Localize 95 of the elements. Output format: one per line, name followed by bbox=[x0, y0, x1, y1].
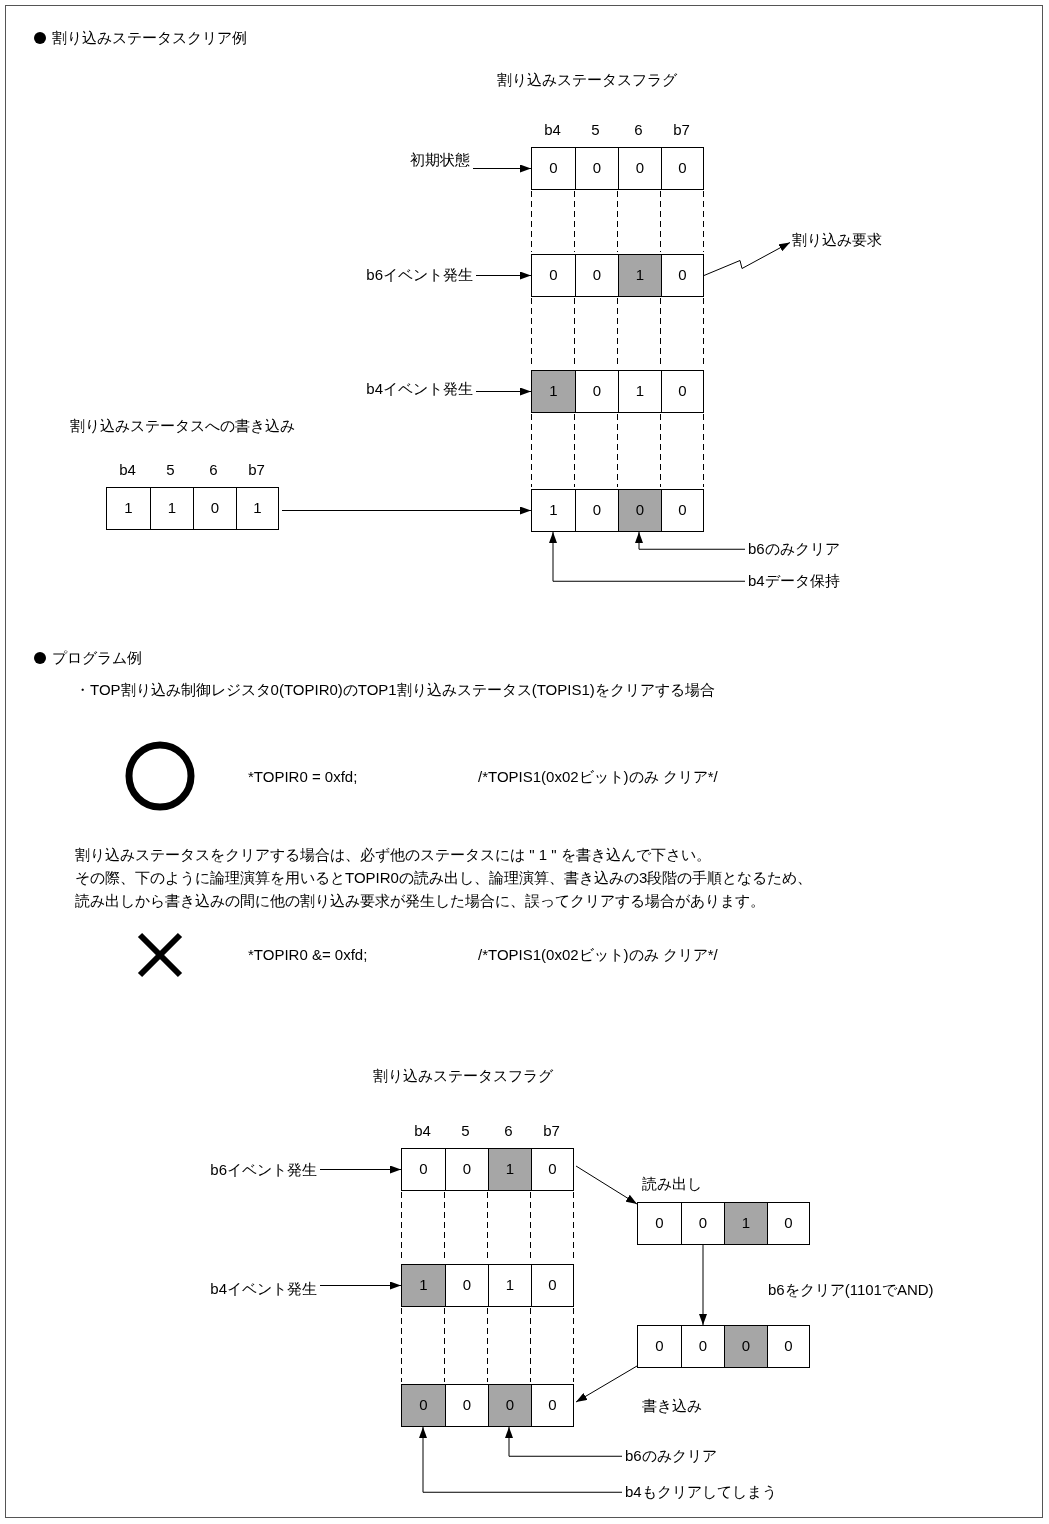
code-comment: /*TOPIS1(0x02ビット)のみ クリア*/ bbox=[478, 769, 718, 786]
state-label: 初期状態 bbox=[410, 152, 470, 169]
event-label: b4イベント発生 bbox=[366, 381, 473, 398]
case-description: ・TOP割り込み制御レジスタ0(TOPIR0)のTOP1割り込みステータス(TOPIS1)をクリアする場合 bbox=[75, 682, 715, 699]
note-label: b6のみクリア bbox=[625, 1448, 717, 1465]
register-box bbox=[531, 147, 704, 190]
bit-cell: 1 bbox=[618, 255, 661, 296]
arrow bbox=[505, 1426, 623, 1457]
event-label: b6イベント発生 bbox=[210, 1162, 317, 1179]
bit-cell-text: 0 bbox=[418, 1159, 429, 1180]
bit-cell: 0 bbox=[724, 1326, 767, 1367]
arrow bbox=[419, 1426, 623, 1493]
register-box bbox=[401, 1264, 574, 1307]
note-label: b6のみクリア bbox=[748, 541, 840, 558]
bit-cell: 0 bbox=[661, 490, 703, 531]
description-line: 読み出しから書き込みの間に他の割り込み要求が発生した場合に、誤ってクリアする場合があります。 bbox=[75, 893, 765, 910]
bit-cell: 1 bbox=[236, 488, 278, 529]
code-line: *TOPIR0 &= 0xfd; bbox=[248, 947, 368, 964]
bit-cell: 0 bbox=[618, 148, 661, 189]
event-label: b6イベント発生 bbox=[366, 267, 473, 284]
register-box bbox=[531, 370, 704, 413]
register-box bbox=[531, 254, 704, 297]
bit-cell-text: 0 bbox=[548, 158, 559, 179]
bit-header: 5 bbox=[461, 1123, 470, 1140]
code-comment: /*TOPIS1(0x02ビット)のみ クリア*/ bbox=[478, 947, 718, 964]
arrow bbox=[319, 1281, 402, 1290]
edge-label: b6をクリア(1101でAND) bbox=[766, 1281, 936, 1300]
arrow bbox=[472, 164, 532, 173]
description-line: 割り込みステータスをクリアする場合は、必ず他のステータスには " 1 " を書き込んで下さい。 bbox=[75, 847, 711, 864]
event-label: b4イベント発生 bbox=[210, 1281, 317, 1298]
bit-cell: 0 bbox=[618, 490, 661, 531]
arrow bbox=[575, 1165, 638, 1205]
flag-title: 割り込みステータスフラグ bbox=[373, 1068, 553, 1085]
register-box bbox=[637, 1202, 810, 1245]
bit-cell: 1 bbox=[618, 371, 661, 412]
bit-cell: 1 bbox=[488, 1265, 531, 1306]
register-box bbox=[401, 1148, 574, 1191]
bit-cell: 0 bbox=[661, 148, 703, 189]
register-box bbox=[401, 1384, 574, 1427]
bit-cell: 1 bbox=[488, 1149, 531, 1190]
bit-cell: 0 bbox=[661, 255, 703, 296]
bit-cell: 1 bbox=[532, 371, 575, 412]
bit-header: b4 bbox=[544, 122, 561, 139]
bit-cell: 0 bbox=[531, 1149, 573, 1190]
section-heading: プログラム例 bbox=[52, 650, 142, 667]
code-line: *TOPIR0 = 0xfd; bbox=[248, 769, 358, 786]
bit-cell: 0 bbox=[575, 148, 618, 189]
bit-header: 6 bbox=[634, 122, 643, 139]
bit-cell: 0 bbox=[661, 371, 703, 412]
edge-label: 書き込み bbox=[640, 1397, 704, 1416]
bit-header: b7 bbox=[543, 1123, 560, 1140]
arrow bbox=[575, 1365, 638, 1403]
bit-header: 6 bbox=[209, 462, 218, 479]
bit-cell-text: 0 bbox=[548, 265, 559, 286]
note-label: b4もクリアしてしまう bbox=[625, 1484, 777, 1501]
bit-cell: 1 bbox=[150, 488, 193, 529]
register-box bbox=[531, 489, 704, 532]
bit-cell-text: 1 bbox=[123, 498, 134, 519]
write-heading: 割り込みステータスへの書き込み bbox=[70, 418, 295, 435]
bit-cell: 0 bbox=[767, 1203, 809, 1244]
register-box bbox=[637, 1325, 810, 1368]
arrow bbox=[699, 1244, 707, 1326]
bit-cell: 0 bbox=[575, 371, 618, 412]
bit-cell-text: 0 bbox=[654, 1336, 665, 1357]
note-label: b4データ保持 bbox=[748, 573, 840, 590]
bit-header: b7 bbox=[673, 122, 690, 139]
lightning-arrow bbox=[703, 242, 791, 276]
bit-cell-text: 1 bbox=[548, 500, 559, 521]
bit-cell: 0 bbox=[445, 1265, 488, 1306]
request-label: 割り込み要求 bbox=[792, 232, 882, 249]
bit-cell: 1 bbox=[724, 1203, 767, 1244]
bit-cell: 0 bbox=[531, 1265, 573, 1306]
arrow bbox=[475, 387, 532, 396]
bit-cell: 0 bbox=[531, 1385, 573, 1426]
flag-title: 割り込みステータスフラグ bbox=[497, 72, 677, 89]
bit-cell-text: 0 bbox=[654, 1213, 665, 1234]
bit-header: 6 bbox=[504, 1123, 513, 1140]
arrow bbox=[549, 531, 746, 582]
bit-header: b7 bbox=[248, 462, 265, 479]
bit-header: 5 bbox=[166, 462, 175, 479]
description-line: その際、下のように論理演算を用いるとTOPIR0の読み出し、論理演算、書き込みの3段階の手順となるため、 bbox=[75, 870, 813, 887]
bit-cell: 0 bbox=[402, 1385, 445, 1426]
bit-header: b4 bbox=[414, 1123, 431, 1140]
bit-header: b4 bbox=[119, 462, 136, 479]
register-box bbox=[106, 487, 279, 530]
section-heading: 割り込みステータスクリア例 bbox=[52, 30, 247, 47]
bit-cell: 1 bbox=[402, 1265, 445, 1306]
arrow bbox=[635, 531, 746, 550]
bit-cell: 0 bbox=[767, 1326, 809, 1367]
bit-cell: 0 bbox=[193, 488, 236, 529]
arrow bbox=[281, 506, 532, 515]
bit-header: 5 bbox=[591, 122, 600, 139]
arrow bbox=[319, 1165, 402, 1174]
bit-cell: 0 bbox=[488, 1385, 531, 1426]
arrow bbox=[475, 271, 532, 280]
